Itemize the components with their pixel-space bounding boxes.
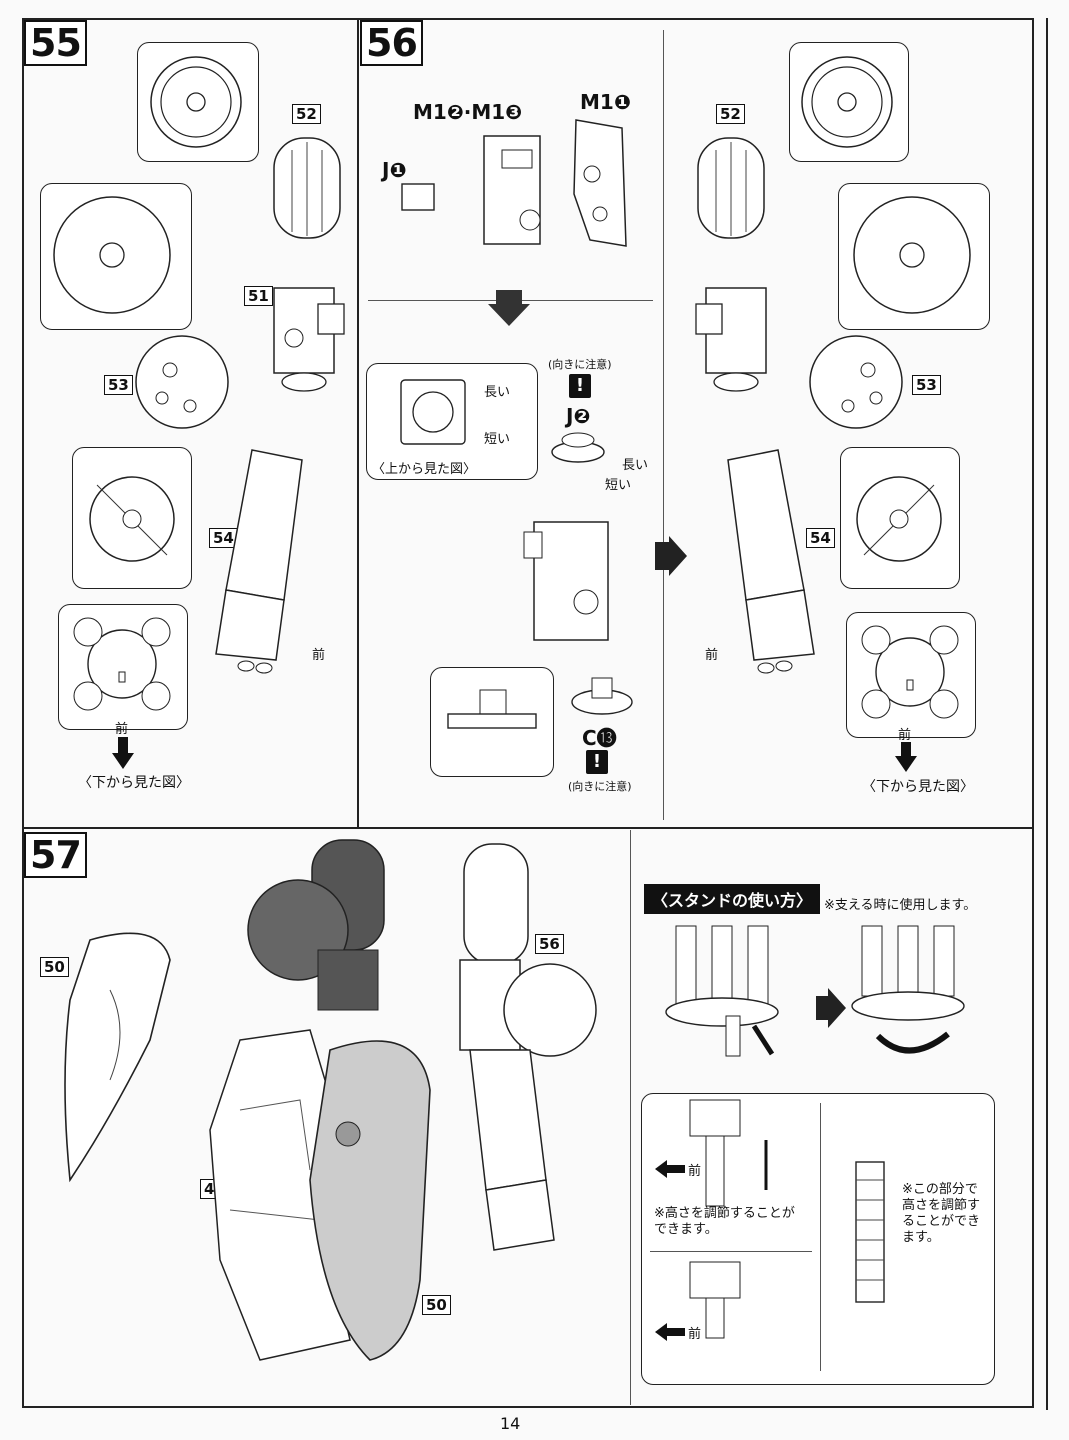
down-arrow-icon xyxy=(895,742,917,772)
down-step-arrow-icon xyxy=(488,290,530,326)
bottom-view-icon xyxy=(861,625,959,719)
result-arrow-icon xyxy=(655,536,687,576)
part-label-m1-23: M1❷·M1❸ xyxy=(413,100,523,124)
bottom-view-caption: 〈下から見た図〉 xyxy=(78,775,190,791)
disc-top-icon xyxy=(853,196,971,314)
front-label: 前 xyxy=(705,648,719,663)
long-label: 長い xyxy=(484,385,511,400)
short-label: 短い xyxy=(484,432,511,447)
shield-50-right-icon xyxy=(309,1040,431,1361)
warning-icon: ! xyxy=(586,750,608,774)
part-label-53: 53 xyxy=(912,375,941,395)
stand-tall-icon xyxy=(689,1099,768,1207)
warning-icon: ! xyxy=(569,374,591,398)
part-j2-ring-icon xyxy=(551,432,605,463)
cross-joint-icon xyxy=(89,476,175,562)
height-adjust-note: ※高さを調節することができます。 xyxy=(654,1206,795,1237)
part-label-54: 54 xyxy=(806,528,835,548)
c13-side-view-icon xyxy=(447,689,537,729)
part-52-cylinder-icon xyxy=(273,137,341,239)
j2-top-view-icon xyxy=(400,379,466,445)
height-adjust-divider xyxy=(820,1103,821,1371)
front-label: 前 xyxy=(115,722,129,737)
step-number-57: 57 xyxy=(24,832,87,878)
divider-55-56 xyxy=(357,18,359,828)
part-52-cylinder-icon xyxy=(697,137,765,239)
part-m1-block-icon xyxy=(483,135,541,245)
front-label: 前 xyxy=(898,728,912,743)
front-label: 前 xyxy=(312,648,326,663)
divider-57-stand xyxy=(630,830,631,1405)
front-arrow-icon xyxy=(655,1323,685,1341)
divider-row xyxy=(22,827,1034,829)
stand-short-icon xyxy=(689,1261,741,1339)
part-j1-icon xyxy=(401,183,435,211)
front-arrow-icon xyxy=(655,1160,685,1178)
part-label-54: 54 xyxy=(209,528,238,548)
orientation-warning: (向きに注意) xyxy=(568,780,632,793)
part-m1-shell-icon xyxy=(573,119,627,247)
disc-top-icon xyxy=(801,56,893,148)
step-number-56: 56 xyxy=(360,20,423,66)
front-label: 前 xyxy=(688,1327,702,1342)
bottom-view-caption: 〈下から見た図〉 xyxy=(862,779,974,795)
stand-usage-title: 〈スタンドの使い方〉 xyxy=(644,884,821,914)
part-label-j2: J❷ xyxy=(566,404,591,428)
height-adjust-box xyxy=(641,1093,995,1385)
part-label-j1: J❶ xyxy=(382,158,407,182)
step-number-55: 55 xyxy=(24,20,87,66)
cross-joint-icon xyxy=(856,476,942,562)
part-label-50: 50 xyxy=(422,1295,451,1315)
part-51-joint-icon xyxy=(273,287,345,392)
part-label-52: 52 xyxy=(716,104,745,124)
part-c13-icon xyxy=(571,677,633,715)
stand-shaft-icon xyxy=(855,1161,885,1303)
short-label: 短い xyxy=(605,478,632,493)
bottom-view-icon xyxy=(73,617,171,711)
down-arrow-icon xyxy=(112,737,134,769)
top-view-caption: 〈上から見た図〉 xyxy=(372,462,477,477)
part-53-pod-icon xyxy=(135,335,229,429)
disc-top-icon xyxy=(150,56,242,148)
part-label-50: 50 xyxy=(40,957,69,977)
divider-56-result xyxy=(663,30,664,820)
front-label: 前 xyxy=(688,1164,702,1179)
orientation-warning: (向きに注意) xyxy=(548,358,612,371)
long-label: 長い xyxy=(622,458,649,473)
part-label-56: 56 xyxy=(535,934,564,954)
disc-top-icon xyxy=(53,196,171,314)
next-arrow-icon xyxy=(816,988,846,1028)
next-page-edge xyxy=(1046,18,1069,1410)
height-adjust-note: ※この部分で高さを調節することができます。 xyxy=(902,1182,981,1245)
assembled-m1-icon xyxy=(523,521,609,641)
stand-rotate-icon xyxy=(851,925,965,1054)
booster-56-assembly-icon xyxy=(459,843,597,1251)
part-54-booster-icon xyxy=(727,449,815,674)
stand-usage-note: ※支える時に使用します。 xyxy=(824,898,977,913)
shield-50-left-icon xyxy=(64,932,171,1183)
booster-55-dark-icon xyxy=(247,839,385,1011)
height-adjust-hdivider xyxy=(650,1251,812,1252)
part-label-c13: C⓭ xyxy=(582,726,617,750)
page-frame xyxy=(22,18,1034,1408)
part-label-m1-1: M1❶ xyxy=(580,90,631,114)
part-51-joint-icon xyxy=(695,287,767,392)
stand-extend-icon xyxy=(665,925,779,1057)
part-54-booster-icon xyxy=(215,449,303,674)
part-53-pod-icon xyxy=(809,335,903,429)
part-label-51: 51 xyxy=(244,286,273,306)
page-number: 14 xyxy=(500,1414,521,1433)
part-label-52: 52 xyxy=(292,104,321,124)
robot-body-42-icon xyxy=(209,1029,351,1361)
part-label-53: 53 xyxy=(104,375,133,395)
